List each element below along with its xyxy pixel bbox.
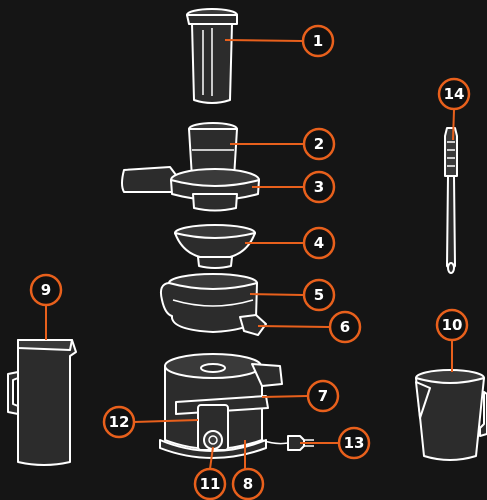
callout-5-label: 5 <box>314 286 324 304</box>
callout-12-label: 12 <box>109 413 130 431</box>
spout-part <box>240 315 266 335</box>
callout-7: 7 <box>308 381 338 411</box>
callout-8: 8 <box>233 469 263 499</box>
callout-1: 1 <box>303 26 333 56</box>
filter-basket-part <box>175 225 255 268</box>
callout-12: 12 <box>104 407 134 437</box>
callout-7-label: 7 <box>318 387 328 405</box>
callout-6-label: 6 <box>340 318 350 336</box>
callout-4-label: 4 <box>314 234 324 252</box>
callout-5: 5 <box>304 280 334 310</box>
callout-11-label: 11 <box>200 475 221 493</box>
callout-13-label: 13 <box>344 434 365 452</box>
froth-cup-part <box>416 370 487 460</box>
callout-8-label: 8 <box>243 475 253 493</box>
callout-3: 3 <box>304 172 334 202</box>
motor-base-part <box>160 354 314 458</box>
callout-6: 6 <box>330 312 360 342</box>
callout-11: 11 <box>195 469 225 499</box>
callout-2-label: 2 <box>314 135 324 153</box>
cover-lid-part <box>122 167 259 211</box>
callout-10: 10 <box>437 310 467 340</box>
callout-9: 9 <box>31 275 61 305</box>
callout-2: 2 <box>304 129 334 159</box>
food-pusher-part <box>187 9 237 103</box>
callout-1-label: 1 <box>313 32 323 50</box>
callout-13: 13 <box>339 428 369 458</box>
callout-9-label: 9 <box>41 281 51 299</box>
cleaning-brush-part <box>445 128 457 273</box>
callout-14: 14 <box>439 79 469 109</box>
callout-10-label: 10 <box>442 316 463 334</box>
callout-3-label: 3 <box>314 178 324 196</box>
juice-jug-part <box>8 340 76 465</box>
callout-14-label: 14 <box>444 85 465 103</box>
callout-4: 4 <box>304 228 334 258</box>
